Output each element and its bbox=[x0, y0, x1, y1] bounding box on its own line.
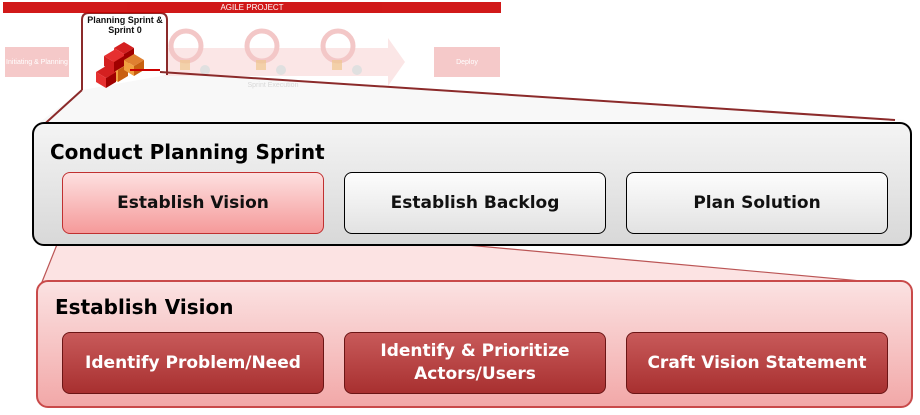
establish-vision-title: Establish Vision bbox=[55, 295, 234, 319]
establish-vision-step[interactable]: Establish Vision bbox=[62, 172, 324, 234]
identify-problem-step[interactable]: Identify Problem/Need bbox=[62, 332, 324, 394]
planning-sprint-title: Conduct Planning Sprint bbox=[50, 140, 325, 164]
phase-sprint-execution: Sprint Execution bbox=[247, 82, 299, 89]
plan-solution-step[interactable]: Plan Solution bbox=[626, 172, 888, 234]
establish-backlog-step[interactable]: Establish Backlog bbox=[344, 172, 606, 234]
sprint0-cubes-icon bbox=[96, 42, 144, 88]
phase-sprint0-label: Planning Sprint & Sprint 0 bbox=[87, 15, 163, 35]
agile-project-banner: AGILE PROJECT bbox=[3, 2, 501, 13]
craft-vision-statement-step[interactable]: Craft Vision Statement bbox=[626, 332, 888, 394]
identify-actors-step[interactable]: Identify & Prioritize Actors/Users bbox=[344, 332, 606, 394]
phase-deploy: Deploy bbox=[434, 47, 500, 77]
phase-initiating: Initiating & Planning bbox=[5, 47, 69, 77]
